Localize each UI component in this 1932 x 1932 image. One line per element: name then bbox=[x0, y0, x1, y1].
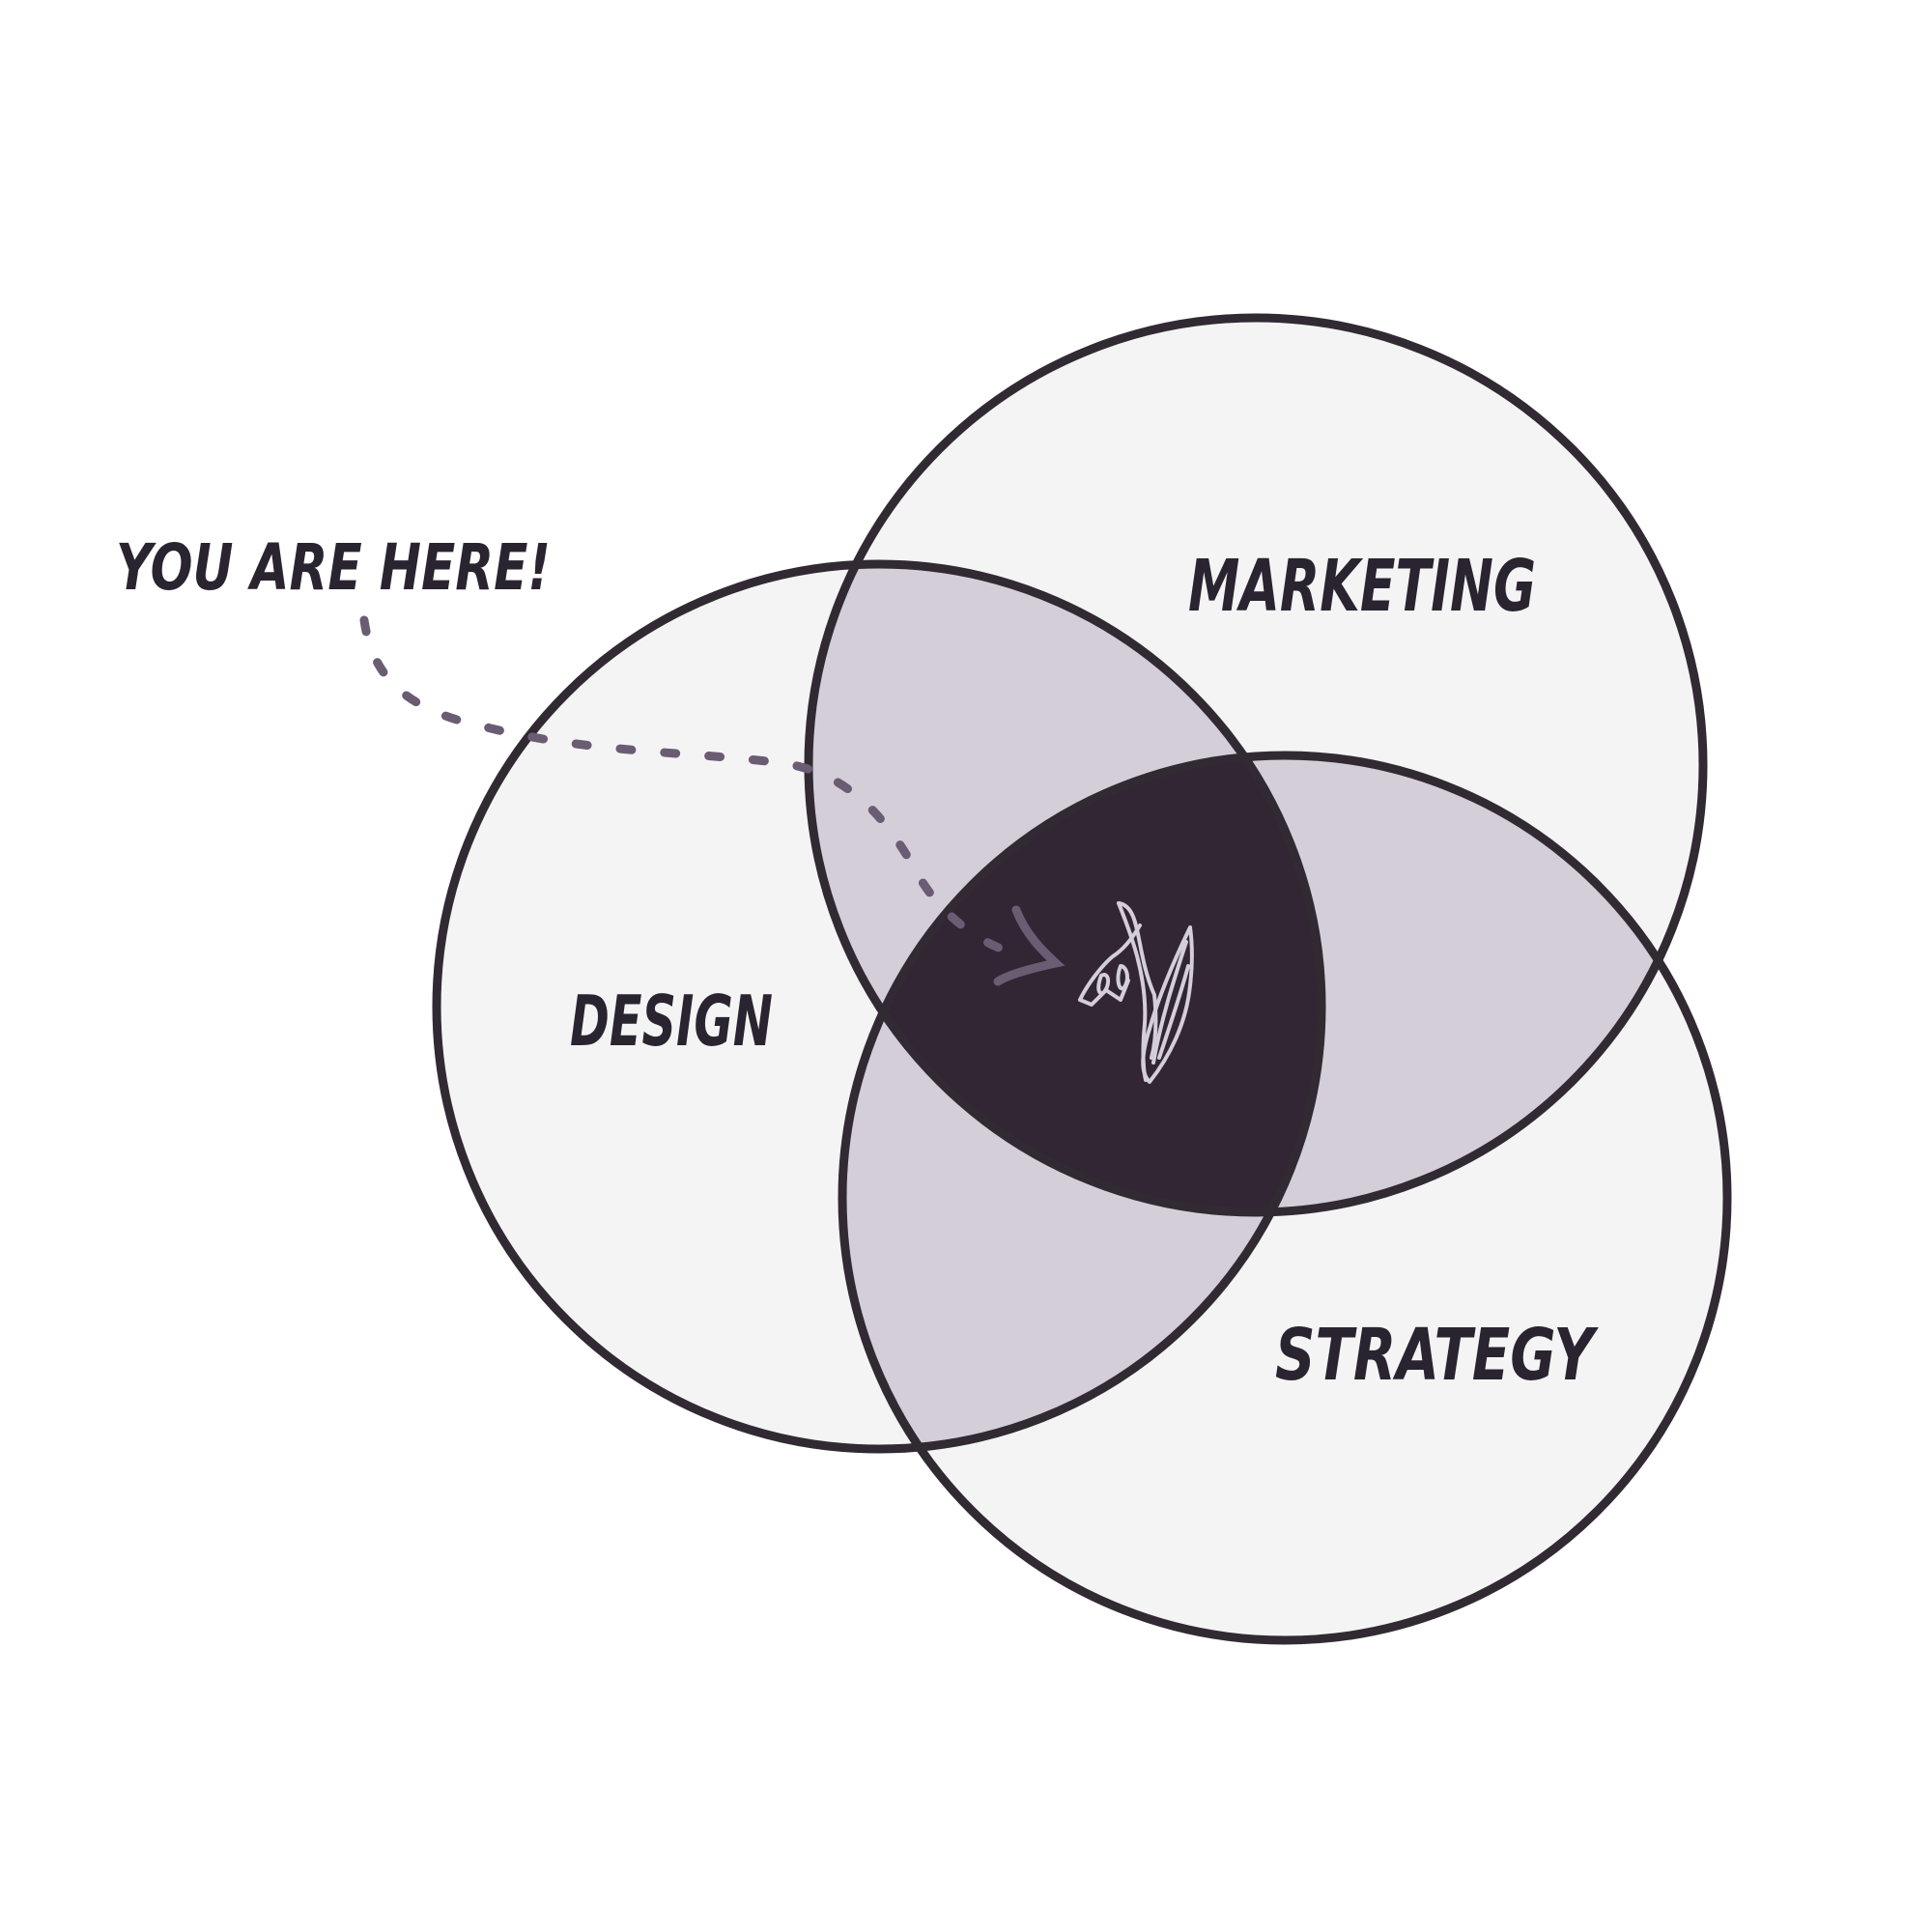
design-label: DESIGN bbox=[570, 980, 773, 1062]
annotation-label: YOU ARE HERE! bbox=[116, 530, 551, 605]
marketing-label: MARKETING bbox=[1188, 545, 1536, 628]
strategy-label: STRATEGY bbox=[1275, 1314, 1599, 1397]
